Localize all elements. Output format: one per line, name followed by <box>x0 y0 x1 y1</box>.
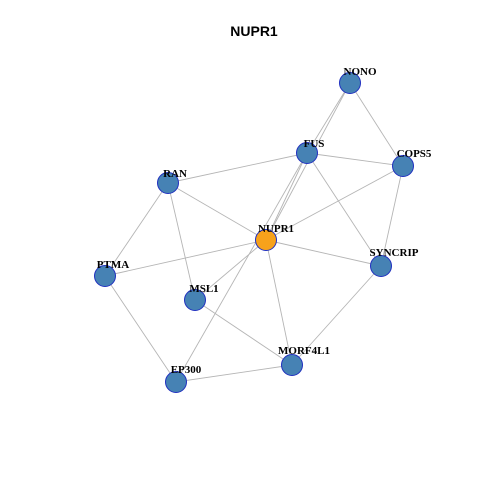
edge-ran-msl1 <box>167 182 196 301</box>
edge-nupr1-morf4l1 <box>265 239 293 366</box>
edge-ran-ptma <box>104 182 169 277</box>
node-cops5: COPS5 <box>392 148 432 177</box>
edge-nupr1-ptma <box>104 239 267 277</box>
edge-nupr1-syncrip <box>265 239 382 267</box>
node-label-msl1: MSL1 <box>189 283 218 295</box>
edge-morf4l1-ep300 <box>175 364 293 383</box>
node-circle-nupr1 <box>255 229 277 251</box>
edge-ran-nupr1 <box>167 182 267 241</box>
node-label-morf4l1: MORF4L1 <box>278 345 330 357</box>
node-circle-ep300 <box>165 371 187 393</box>
node-circle-cops5 <box>392 155 414 177</box>
graph-title: NUPR1 <box>230 23 278 39</box>
node-nupr1: NUPR1 <box>255 223 294 251</box>
edge-layer <box>104 82 404 383</box>
edge-nono-fus <box>306 82 351 154</box>
node-nono: NONO <box>339 66 377 94</box>
edge-fus-cops5 <box>306 152 404 167</box>
node-circle-morf4l1 <box>281 354 303 376</box>
node-label-nupr1: NUPR1 <box>258 223 294 235</box>
edge-fus-ran <box>167 152 308 184</box>
node-circle-ran <box>157 172 179 194</box>
node-label-ptma: PTMA <box>97 259 129 271</box>
node-circle-nono <box>339 72 361 94</box>
edge-nupr1-msl1 <box>194 239 267 301</box>
edge-cops5-syncrip <box>380 165 404 267</box>
node-circle-msl1 <box>184 289 206 311</box>
node-fus: FUS <box>296 138 325 164</box>
node-ptma: PTMA <box>94 259 129 287</box>
node-circle-syncrip <box>370 255 392 277</box>
node-label-fus: FUS <box>304 138 325 150</box>
node-label-ep300: EP300 <box>171 364 202 376</box>
edge-cops5-nupr1 <box>265 165 404 241</box>
node-circle-ptma <box>94 265 116 287</box>
edge-fus-ep300 <box>175 152 308 383</box>
edge-fus-syncrip <box>306 152 382 267</box>
node-label-ran: RAN <box>163 168 187 180</box>
node-morf4l1: MORF4L1 <box>278 345 330 376</box>
node-label-syncrip: SYNCRIP <box>370 247 419 259</box>
edge-syncrip-morf4l1 <box>291 265 382 366</box>
edge-ptma-ep300 <box>104 275 177 383</box>
node-label-nono: NONO <box>344 66 377 78</box>
node-syncrip: SYNCRIP <box>370 247 419 277</box>
node-ep300: EP300 <box>165 364 202 393</box>
edge-msl1-morf4l1 <box>194 299 293 366</box>
node-msl1: MSL1 <box>184 283 219 311</box>
node-ran: RAN <box>157 168 187 194</box>
node-label-cops5: COPS5 <box>397 148 432 160</box>
edge-fus-nupr1 <box>265 152 308 241</box>
node-circle-fus <box>296 142 318 164</box>
edge-nono-cops5 <box>349 82 404 167</box>
